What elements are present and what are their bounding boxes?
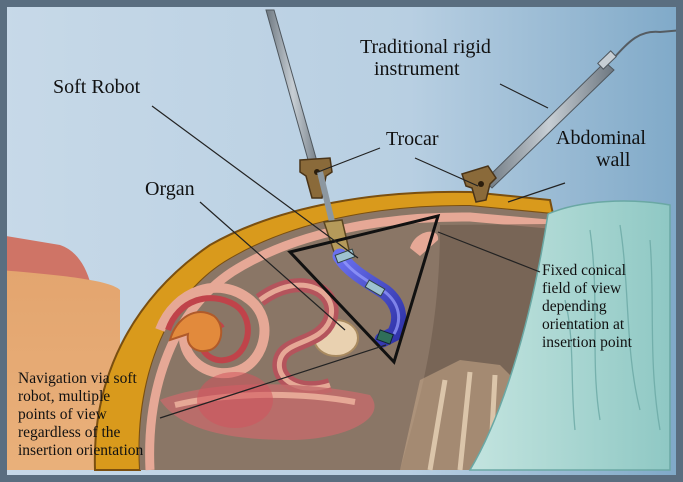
label-fov-line-5: insertion point [542, 334, 632, 352]
label-nav-line-4: regardless of the [18, 424, 143, 442]
label-fov-line-3: depending [542, 298, 632, 316]
label-fov-line-1: Fixed conical [542, 262, 632, 280]
label-fov-line-4: orientation at [542, 316, 632, 334]
label-nav-line-1: Navigation via soft [18, 370, 143, 388]
label-abdominal-line-2: wall [556, 149, 646, 171]
label-fov-line-2: field of view [542, 280, 632, 298]
label-nav-line-5: insertion orientation [18, 442, 143, 460]
label-traditional-line-2: instrument [360, 58, 491, 80]
label-traditional-line-1: Traditional rigid [360, 36, 491, 58]
label-nav-line-3: points of view [18, 406, 143, 424]
label-traditional-rigid-instrument: Traditional rigid instrument [360, 36, 491, 81]
label-abdominal-wall: Abdominal wall [556, 127, 646, 172]
trocar-right-valve [478, 181, 484, 187]
label-trocar: Trocar [386, 128, 439, 150]
label-nav-line-2: robot, multiple [18, 388, 143, 406]
organ-red-glow [197, 372, 273, 428]
label-soft-robot: Soft Robot [53, 76, 140, 98]
label-fixed-conical-fov: Fixed conical field of view depending or… [542, 262, 632, 352]
label-navigation-note: Navigation via soft robot, multiple poin… [18, 370, 143, 460]
label-organ: Organ [145, 178, 195, 200]
label-abdominal-line-1: Abdominal [556, 127, 646, 149]
